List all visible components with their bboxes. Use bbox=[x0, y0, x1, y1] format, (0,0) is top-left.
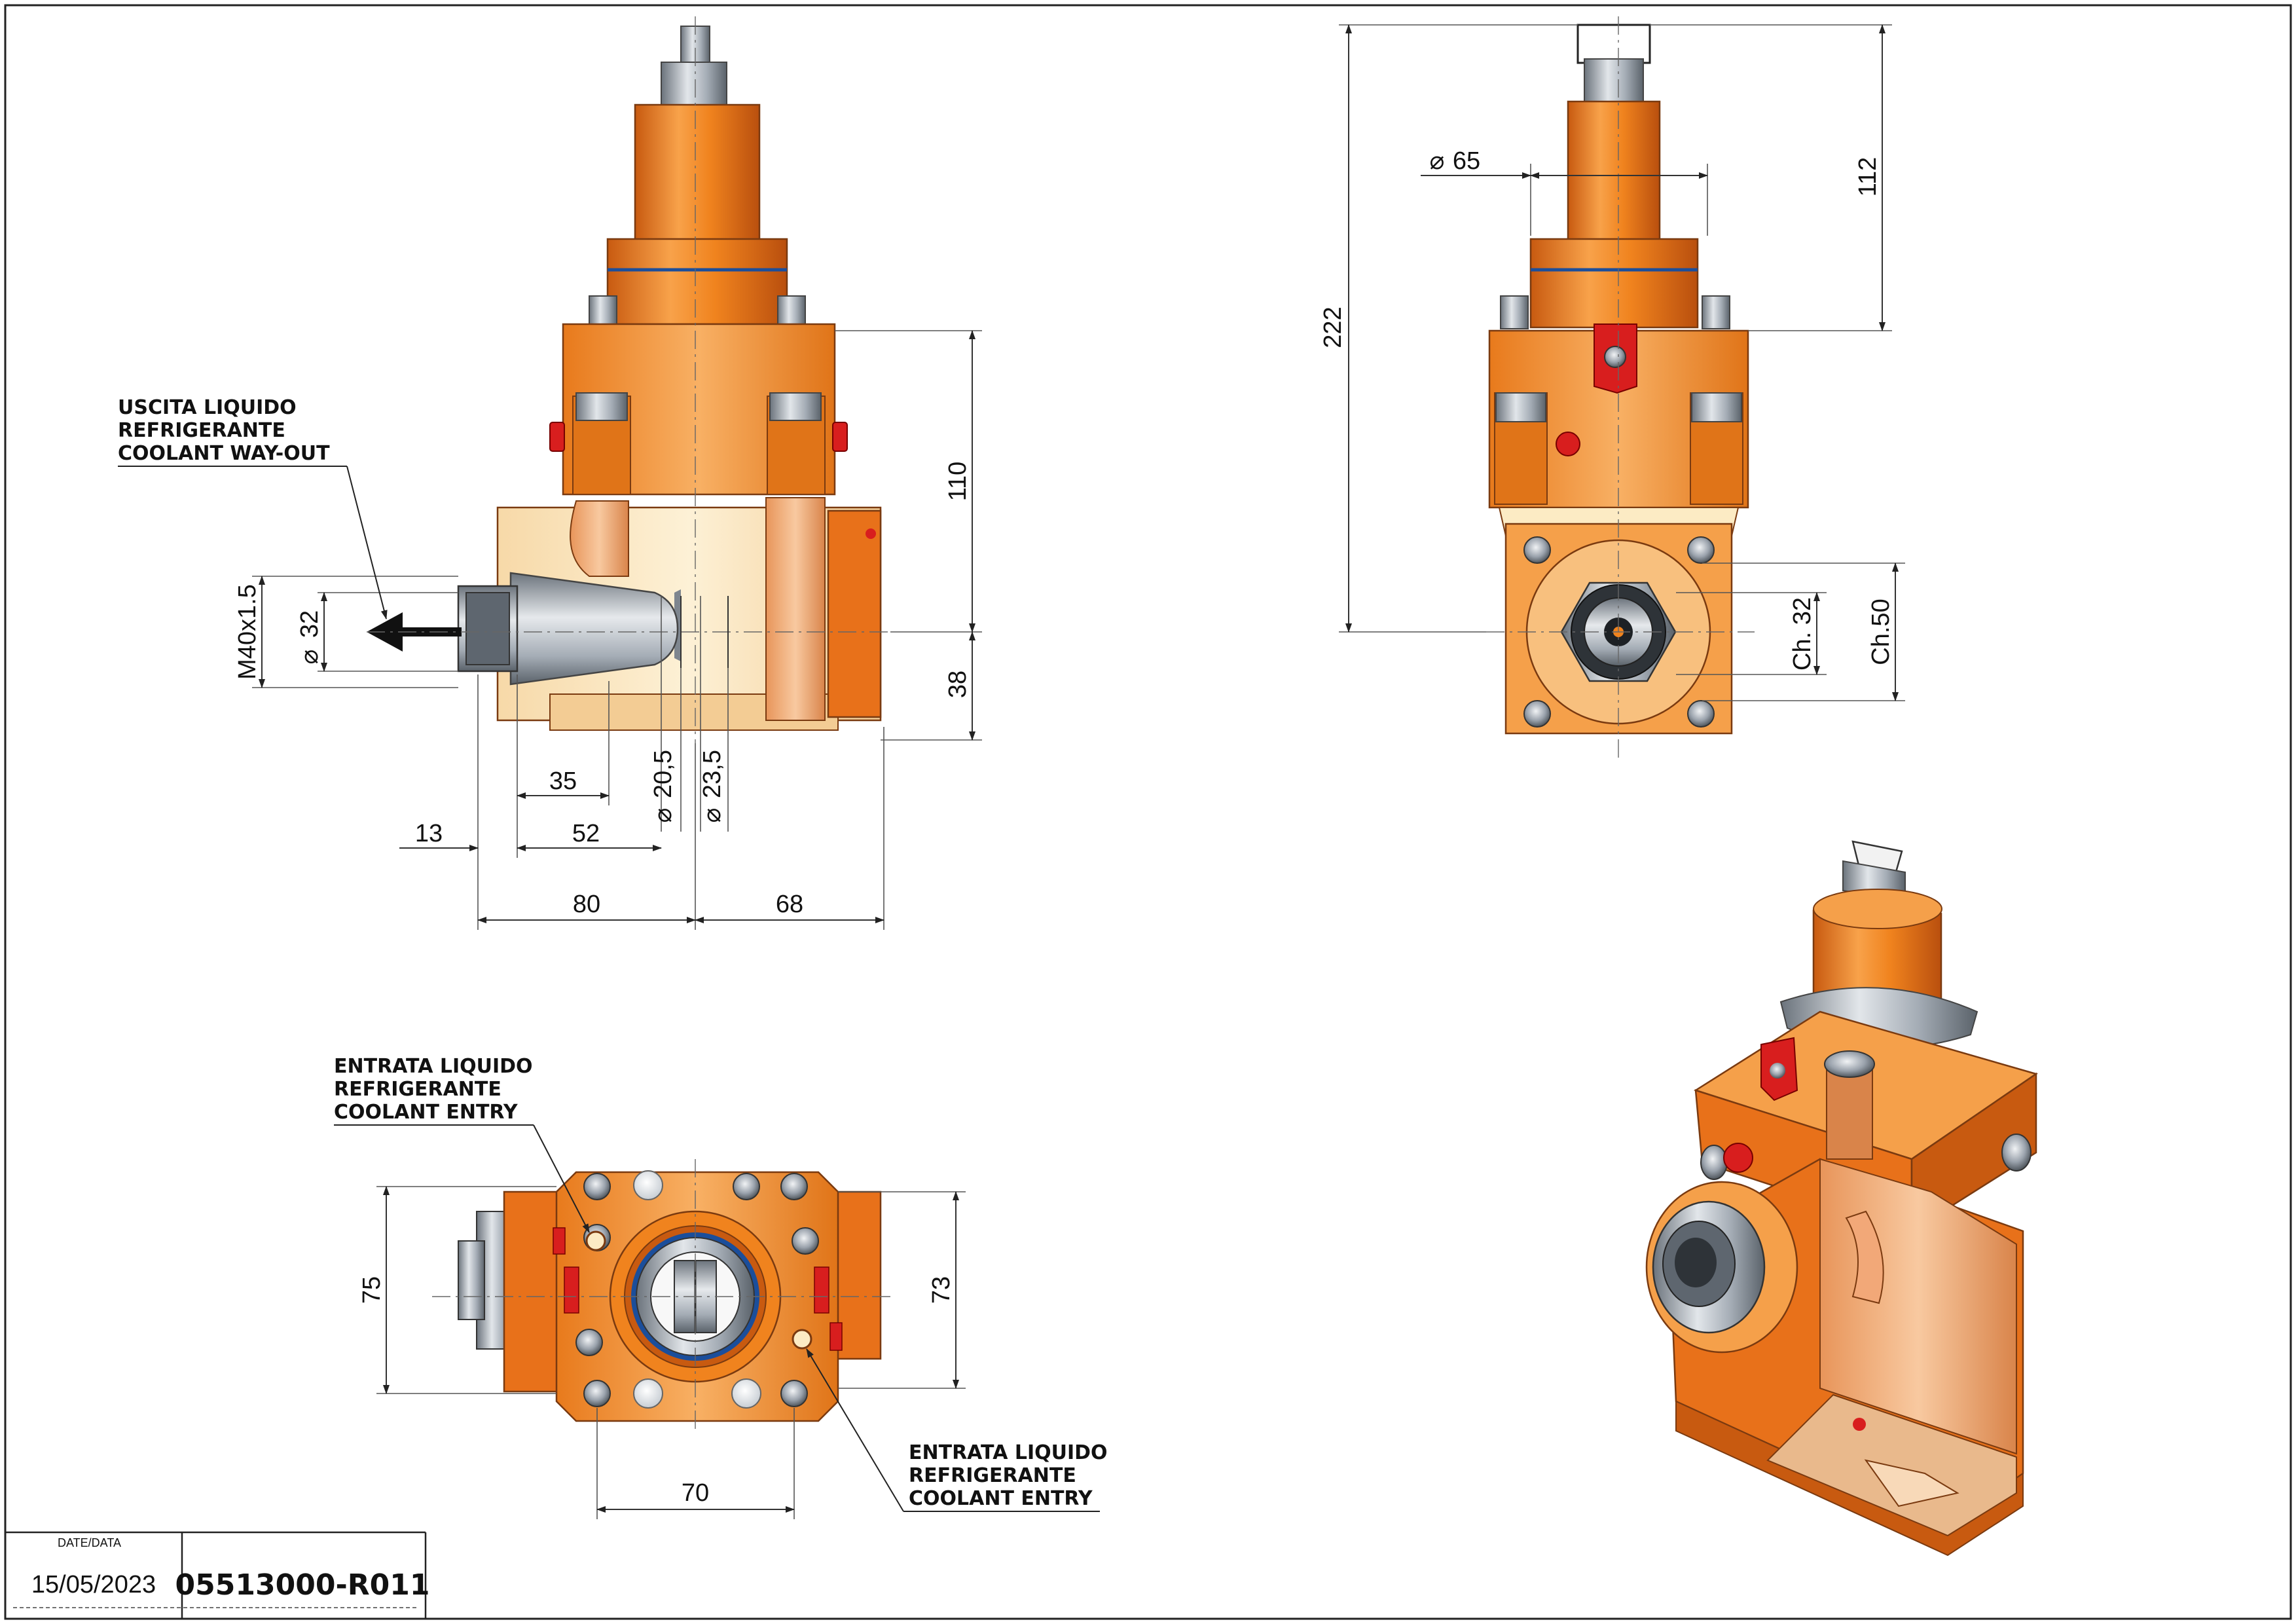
dim-110: 110 bbox=[944, 462, 972, 502]
dim-35: 35 bbox=[549, 767, 577, 795]
svg-text:COOLANT ENTRY: COOLANT ENTRY bbox=[909, 1487, 1093, 1510]
dim-38: 38 bbox=[944, 671, 972, 698]
svg-text:⌀: ⌀ bbox=[699, 808, 726, 823]
svg-text:⌀: ⌀ bbox=[1430, 147, 1445, 175]
date-label: DATE/DATA bbox=[58, 1536, 121, 1549]
title-block: DATE/DATA 15/05/2023 05513000-R011 bbox=[5, 1531, 430, 1619]
side-view bbox=[1486, 16, 1755, 763]
svg-text:REFRIGERANTE: REFRIGERANTE bbox=[118, 419, 285, 442]
isometric-view bbox=[1645, 840, 2038, 1557]
drawing-date: 15/05/2023 bbox=[31, 1571, 156, 1598]
dim-222: 222 bbox=[1319, 306, 1347, 348]
bottom-view bbox=[432, 1159, 890, 1434]
svg-text:⌀: ⌀ bbox=[296, 650, 323, 665]
dim-112: 112 bbox=[1854, 157, 1882, 197]
dim-80: 80 bbox=[573, 891, 600, 918]
label-coolant-way-out: USCITA LIQUIDO REFRIGERANTE COOLANT WAY-… bbox=[118, 396, 388, 619]
label-coolant-entry-bottom: ENTRATA LIQUIDO REFRIGERANTE COOLANT ENT… bbox=[806, 1348, 1108, 1512]
dim-dia-32: 32 bbox=[296, 610, 323, 638]
dim-13: 13 bbox=[415, 820, 443, 847]
dim-dia-23-5: 23,5 bbox=[699, 750, 726, 798]
svg-text:COOLANT ENTRY: COOLANT ENTRY bbox=[334, 1101, 519, 1124]
svg-text:ENTRATA LIQUIDO: ENTRATA LIQUIDO bbox=[909, 1441, 1108, 1464]
dim-dia-20-5: 20,5 bbox=[649, 750, 677, 798]
drawing-code: 05513000-R011 bbox=[175, 1568, 430, 1602]
dim-thread: M40x1.5 bbox=[234, 584, 261, 680]
svg-text:ENTRATA LIQUIDO: ENTRATA LIQUIDO bbox=[334, 1055, 533, 1078]
dim-73: 73 bbox=[928, 1276, 955, 1304]
sheet-border bbox=[4, 4, 2292, 1620]
svg-text:USCITA LIQUIDO: USCITA LIQUIDO bbox=[118, 396, 297, 419]
dim-ch-32: Ch. 32 bbox=[1789, 597, 1816, 671]
front-view-dimensions: 110 38 M40x1.5 ⌀ 32 ⌀ 20,5 ⌀ 23,5 bbox=[234, 330, 982, 930]
svg-text:REFRIGERANTE: REFRIGERANTE bbox=[334, 1078, 501, 1101]
svg-text:⌀: ⌀ bbox=[649, 808, 677, 823]
dim-70: 70 bbox=[682, 1479, 709, 1507]
dim-68: 68 bbox=[776, 891, 803, 918]
dim-dia-65: 65 bbox=[1453, 147, 1480, 175]
dim-ch-50: Ch.50 bbox=[1867, 599, 1895, 665]
label-coolant-entry-top: ENTRATA LIQUIDO REFRIGERANTE COOLANT ENT… bbox=[334, 1055, 590, 1233]
dim-75: 75 bbox=[358, 1276, 386, 1304]
svg-text:REFRIGERANTE: REFRIGERANTE bbox=[909, 1464, 1076, 1487]
dim-52: 52 bbox=[572, 820, 600, 847]
svg-text:COOLANT WAY-OUT: COOLANT WAY-OUT bbox=[118, 442, 330, 465]
side-view-dimensions: 222 112 ⌀ 65 Ch. 32 Ch.50 bbox=[1319, 24, 1905, 701]
front-view bbox=[367, 16, 890, 743]
bottom-view-dimensions: 75 73 70 bbox=[358, 1186, 966, 1519]
